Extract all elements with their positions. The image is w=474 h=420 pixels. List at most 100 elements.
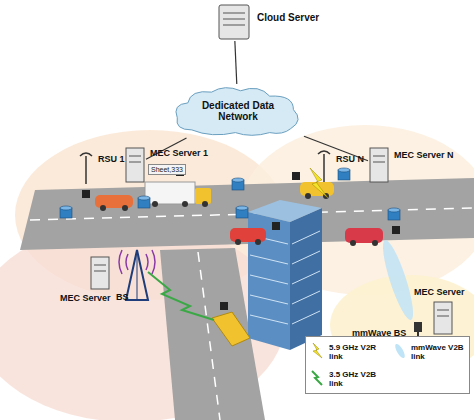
server-slot	[129, 156, 141, 157]
tower-frame	[126, 250, 148, 300]
storage-icon	[138, 196, 150, 200]
vehicle-units	[82, 168, 400, 310]
mec-server: MEC Server N	[368, 146, 390, 184]
wheel	[100, 205, 106, 211]
wheel	[235, 239, 241, 245]
storage-icon	[232, 178, 244, 182]
car	[95, 195, 133, 208]
legend-sample-shape	[313, 343, 322, 358]
link-line	[235, 41, 237, 84]
storage-icon	[388, 208, 400, 212]
node-label: RSU N	[336, 154, 364, 164]
window-line	[292, 251, 320, 264]
server-slot	[437, 310, 449, 311]
window-line	[292, 271, 320, 284]
legend-text: 5.9 GHz V2R link	[329, 343, 385, 361]
server-body	[91, 257, 109, 289]
server-tag: Sheet,333	[148, 164, 186, 175]
radio-waves	[119, 250, 155, 274]
v2b-link-3-5ghz	[148, 272, 214, 320]
network-label: Dedicated Data Network	[172, 84, 304, 138]
antenna-wave	[318, 151, 330, 154]
node-label: MEC Server N	[394, 150, 454, 160]
server-slot	[94, 271, 106, 272]
rsu-antenna: RSU 1	[78, 150, 94, 184]
vehicle-unit	[82, 190, 90, 198]
node-label: Cloud Server	[257, 13, 319, 23]
legend-sample	[310, 342, 326, 360]
storage-icon	[338, 168, 350, 172]
server-body	[126, 148, 144, 182]
tower-head	[414, 322, 422, 332]
window-line	[250, 275, 288, 284]
window-line	[250, 295, 288, 304]
legend-text: mmWave V2B link	[411, 343, 467, 361]
antenna-mast	[85, 156, 87, 184]
v2r-link-5-9ghz	[310, 168, 328, 198]
tower-frame	[137, 250, 138, 300]
wheel	[182, 201, 188, 207]
server-slot	[223, 25, 245, 26]
mec-server-icons	[91, 148, 452, 334]
truck	[145, 182, 195, 204]
node-label: BS	[116, 292, 129, 302]
wheel	[255, 239, 261, 245]
network-link	[235, 41, 237, 84]
data-storage-icons	[60, 168, 400, 220]
cloud-server-icon	[219, 5, 249, 39]
server-slot	[373, 162, 385, 163]
window-line	[292, 311, 320, 324]
window-line	[250, 255, 288, 264]
lane-marking	[198, 252, 220, 420]
legend-sample-shape	[393, 343, 406, 360]
rsu-antenna: RSU N	[316, 148, 332, 182]
server-slot	[437, 316, 449, 317]
road	[20, 178, 474, 250]
wheel	[122, 205, 128, 211]
mmwave-v2b-beam	[377, 238, 418, 323]
server-slot	[223, 13, 245, 14]
window-line	[292, 291, 320, 304]
car	[212, 312, 250, 346]
mec-server: MEC Server	[432, 300, 454, 336]
data-network-cloud: Dedicated Data Network	[172, 84, 304, 138]
antenna-wave	[80, 153, 92, 156]
wheel	[372, 240, 378, 246]
antenna-mast	[323, 154, 325, 182]
building	[290, 208, 322, 350]
node-label: RSU 1	[98, 154, 125, 164]
truck-cab	[195, 188, 211, 204]
coverage-area	[0, 222, 285, 420]
building-roof	[248, 200, 322, 222]
wheels	[100, 193, 378, 246]
legend-text: 3.5 GHz V2B link	[329, 370, 385, 388]
vehicle-unit	[272, 222, 280, 230]
server-body	[370, 148, 388, 182]
server-slot	[94, 265, 106, 266]
node-label: MEC Server	[60, 293, 111, 303]
vehicle-unit	[392, 226, 400, 234]
building-windows	[250, 231, 320, 324]
wheel	[202, 201, 208, 207]
base-station: BS	[124, 248, 150, 302]
window-line	[292, 231, 320, 244]
vehicle-unit	[292, 172, 300, 180]
legend-box: 5.9 GHz V2R link mmWave V2B link 3.5 GHz V…	[305, 336, 470, 394]
window-line	[250, 315, 288, 324]
vehicle-unit	[220, 302, 228, 310]
server-slot	[373, 156, 385, 157]
legend-sample	[392, 342, 408, 360]
cloud-server: Cloud Server	[217, 3, 251, 41]
legend-sample	[310, 369, 326, 387]
storage-icon	[236, 206, 248, 210]
storage-icon	[60, 206, 72, 210]
mec-server: MEC Server 1	[124, 146, 146, 184]
mec-server: MEC Server	[88, 255, 112, 291]
wheel	[350, 240, 356, 246]
node-label: MEC Server	[414, 287, 465, 297]
node-label: MEC Server 1	[150, 148, 208, 158]
legend-sample-shape	[312, 371, 322, 385]
server-body	[434, 302, 452, 334]
server-body	[219, 5, 249, 39]
